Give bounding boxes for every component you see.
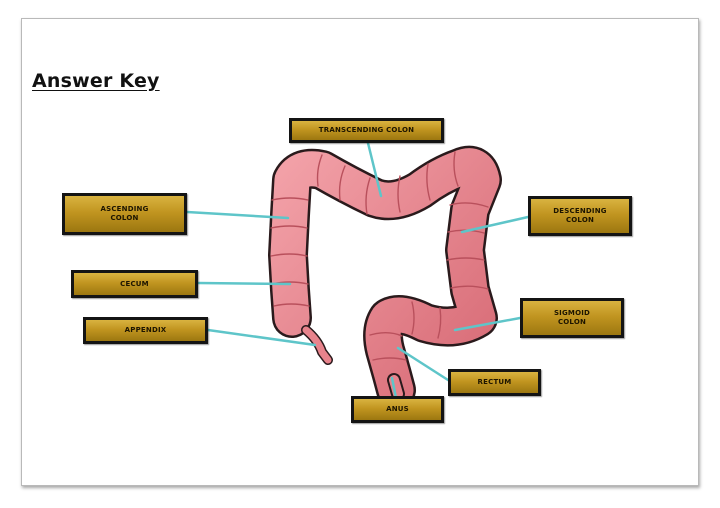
label-cecum: CECUM xyxy=(71,270,198,298)
leader-anus xyxy=(390,376,398,400)
leader-transverse xyxy=(366,141,383,198)
label-transverse-colon: TRANSCENDING COLON xyxy=(289,118,444,143)
label-sigmoid-colon: SIGMOID COLON xyxy=(520,298,624,338)
leader-sigmoid xyxy=(453,316,522,332)
label-descending-colon: DESCENDING COLON xyxy=(528,196,632,236)
label-anus: ANUS xyxy=(351,396,444,423)
label-rectum: RECTUM xyxy=(448,369,541,396)
label-appendix: APPENDIX xyxy=(83,317,208,344)
leader-rectum xyxy=(396,346,450,382)
leader-descending xyxy=(460,215,530,234)
page-title: Answer Key xyxy=(32,70,160,92)
leader-lines xyxy=(185,141,530,400)
leader-appendix xyxy=(206,328,317,347)
label-ascending-colon: ASCENDING COLON xyxy=(62,193,187,235)
colon-tissue xyxy=(270,148,500,408)
large-intestine xyxy=(268,145,502,410)
leader-ascending xyxy=(185,210,290,220)
leader-cecum xyxy=(196,281,292,286)
